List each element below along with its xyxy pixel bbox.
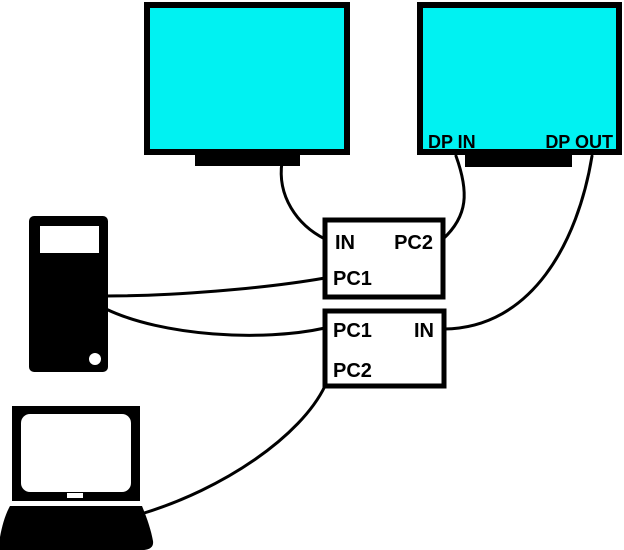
monitor-plain-stand: [195, 155, 300, 166]
laptop-icon: [0, 406, 154, 550]
cable-dpin-to-switchtop-pc2: [441, 154, 466, 241]
tower-drive-bay: [40, 226, 99, 253]
cable-laptop-to-switchbottom-pc2: [139, 384, 327, 516]
switch-bottom-port-pc2: PC2: [333, 360, 372, 382]
tower-body: [29, 216, 108, 372]
laptop-base: [0, 506, 154, 550]
monitor-plain-icon: [144, 2, 350, 166]
switch-bottom-box: [322, 308, 447, 389]
monitor-dp-stand: [465, 155, 572, 167]
switch-top-box: [322, 217, 446, 300]
switch-bottom-port-in: IN: [414, 320, 434, 342]
cable-monitor1-to-switchtop-in: [279, 160, 327, 241]
switch-top-port-pc1: PC1: [333, 268, 372, 290]
monitor-plain-screen: [144, 2, 350, 155]
switch-top-port-pc2: PC2: [394, 232, 433, 254]
laptop-hinge-notch: [67, 493, 83, 498]
dp-in-label: DP IN: [428, 132, 476, 152]
dp-out-label: DP OUT: [545, 132, 613, 152]
monitor-dp-screen: [417, 2, 622, 155]
switch-bottom-port-pc1: PC1: [333, 320, 372, 342]
cable-tower-to-switchtop-pc1: [104, 276, 327, 298]
monitor-dp-icon: DP IN DP OUT: [417, 2, 622, 167]
cables: [104, 154, 594, 516]
desktop-tower-icon: [29, 216, 108, 372]
switch-top-port-in: IN: [335, 232, 355, 254]
switch-top: IN PC2 PC1: [322, 217, 446, 300]
cable-tower-to-switchbottom-pc1: [104, 307, 327, 337]
laptop-screen: [21, 414, 131, 492]
switch-bottom: PC1 IN PC2: [322, 308, 447, 389]
cable-dpout-to-switchbottom-in: [442, 154, 594, 331]
tower-power-button: [89, 353, 101, 365]
